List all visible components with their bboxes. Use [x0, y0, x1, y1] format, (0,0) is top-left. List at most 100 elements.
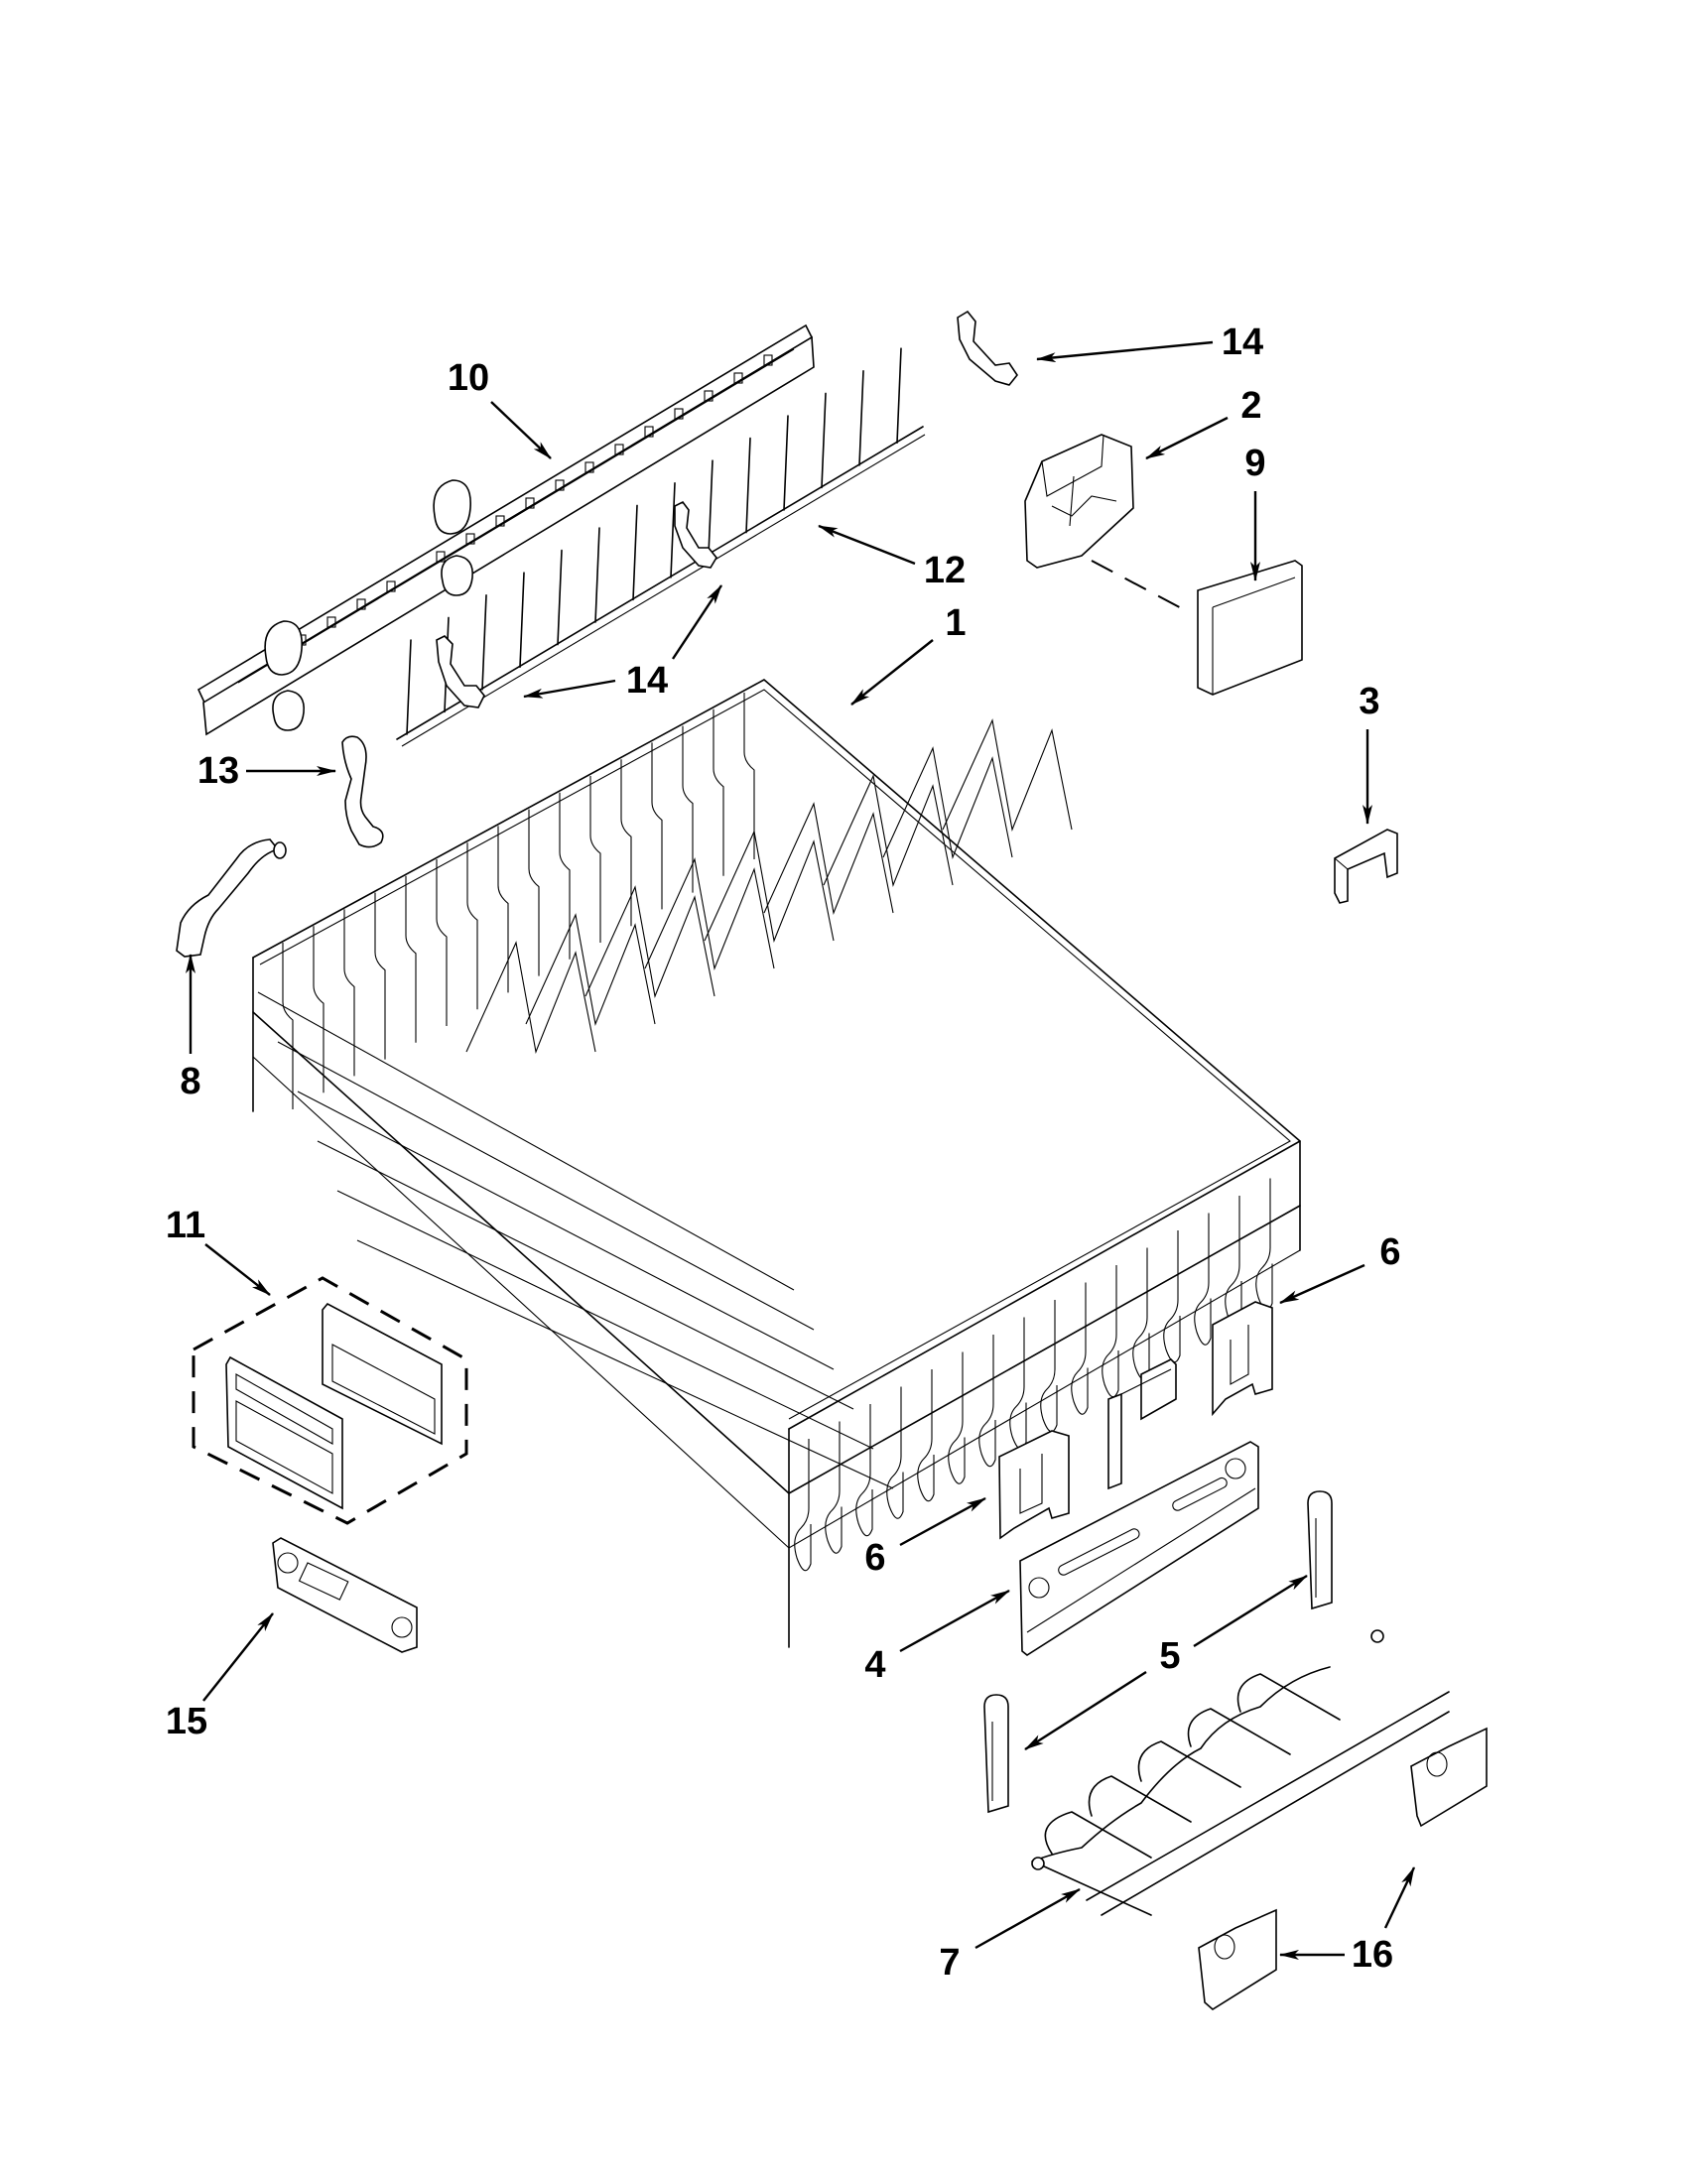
- part-14-clip-left[interactable]: [436, 635, 485, 708]
- callout-14-middle: 14: [626, 660, 668, 702]
- rack-wire: [297, 1091, 835, 1370]
- leader-7: [974, 1887, 1081, 1950]
- part-1-dishrack[interactable]: [252, 679, 1301, 1648]
- tine: [594, 527, 600, 623]
- leader-16-right: [1383, 1866, 1416, 1929]
- rack-wire: [525, 913, 656, 1026]
- rack-wire: [942, 718, 1073, 832]
- rack-wire: [465, 941, 596, 1054]
- leader-lines: [186, 340, 1416, 1960]
- rack-wire: [1040, 1300, 1058, 1433]
- rack-wire: [257, 991, 795, 1291]
- rack-wire: [794, 1439, 812, 1572]
- part-6-clip-left[interactable]: [998, 1430, 1070, 1540]
- leader-11: [204, 1243, 271, 1296]
- part-16-clip-left[interactable]: [1198, 1908, 1277, 2010]
- rack-wire: [497, 826, 509, 993]
- rack-wire: [336, 1190, 874, 1450]
- part-15-latch[interactable]: [272, 1537, 418, 1653]
- rack-wire: [1225, 1196, 1242, 1329]
- part-12-tine-row[interactable]: [396, 347, 926, 747]
- rack-wire: [374, 892, 386, 1060]
- callout-8: 8: [180, 1061, 200, 1102]
- leader-14-left: [523, 679, 616, 699]
- leader-14-top: [1036, 340, 1214, 363]
- tine: [632, 504, 638, 601]
- rack-wire: [823, 774, 954, 887]
- part-14-clip-middle[interactable]: [674, 500, 717, 569]
- rack-wire: [763, 802, 894, 915]
- leader-5-left: [1024, 1670, 1147, 1751]
- part-11-handle-kit[interactable]: [192, 1276, 468, 1525]
- leader-5-right: [1193, 1574, 1308, 1648]
- rack-wire: [855, 1404, 873, 1537]
- rack-wire: [1255, 1178, 1273, 1311]
- rack-wire: [528, 809, 540, 976]
- rack-wire: [644, 857, 775, 970]
- tine: [896, 347, 902, 445]
- part-8-lever[interactable]: [176, 838, 287, 958]
- rack-wire: [743, 693, 755, 859]
- part-5-slide-left[interactable]: [983, 1694, 1009, 1814]
- part-16-clip-right[interactable]: [1410, 1727, 1488, 1828]
- part-13-tine-clip[interactable]: [341, 735, 384, 848]
- rack-wire: [313, 926, 325, 1093]
- callout-13: 13: [197, 750, 239, 792]
- leader-2: [1145, 416, 1229, 460]
- part-2-bracket[interactable]: [1024, 434, 1134, 569]
- tine: [745, 437, 751, 534]
- callout-9: 9: [1244, 443, 1265, 484]
- rack-wire: [620, 759, 632, 927]
- callout-11: 11: [166, 1205, 205, 1246]
- part-2-9-alignment-line: [1091, 560, 1192, 614]
- tine: [858, 369, 864, 466]
- rack-wire: [682, 725, 694, 893]
- leader-10: [490, 401, 552, 459]
- tine: [708, 459, 714, 557]
- rack-wire: [405, 875, 417, 1043]
- part-10-track[interactable]: [196, 323, 815, 736]
- tine: [519, 572, 525, 669]
- leader-14-mid: [671, 584, 723, 660]
- rack-wire: [1163, 1230, 1181, 1363]
- tine: [481, 593, 487, 691]
- rack-wire: [651, 742, 663, 910]
- rack-wire: [584, 885, 715, 998]
- leader-15: [202, 1612, 274, 1702]
- rack-wire: [559, 792, 571, 960]
- rack-wire: [948, 1351, 966, 1484]
- part-3-end-cap[interactable]: [1334, 829, 1398, 904]
- callout-5: 5: [1159, 1635, 1180, 1677]
- tine: [670, 481, 676, 578]
- part-14-clip-top[interactable]: [957, 310, 1018, 386]
- tine: [821, 392, 827, 489]
- leader-4: [899, 1589, 1010, 1653]
- leader-12: [818, 524, 916, 566]
- rack-wire: [343, 909, 355, 1077]
- callout-14-top: 14: [1222, 321, 1263, 363]
- callout-16: 16: [1352, 1934, 1393, 1976]
- tine: [406, 639, 412, 735]
- rack-wire: [466, 842, 478, 1010]
- rack-wire: [825, 1421, 843, 1554]
- callout-1: 1: [945, 602, 966, 644]
- part-6-clip-right[interactable]: [1212, 1301, 1273, 1417]
- part-5-slide-right[interactable]: [1307, 1490, 1333, 1610]
- rack-wire: [277, 1041, 815, 1331]
- rack-wire: [704, 830, 835, 943]
- rack-wire: [1071, 1282, 1089, 1415]
- part-7-cup-shelf[interactable]: [1031, 1629, 1450, 1916]
- rack-wire: [1009, 1317, 1027, 1450]
- callout-4: 4: [864, 1644, 885, 1686]
- callout-15: 15: [166, 1701, 207, 1742]
- rack-wire: [356, 1239, 894, 1489]
- rack-wire: [589, 776, 601, 943]
- callout-3: 3: [1359, 681, 1379, 722]
- callout-7: 7: [939, 1942, 960, 1984]
- callout-12: 12: [924, 550, 966, 591]
- part-9-cover[interactable]: [1197, 560, 1303, 696]
- callout-2: 2: [1240, 385, 1261, 427]
- rack-wire: [917, 1369, 935, 1502]
- part-4-adjuster[interactable]: [1019, 1358, 1259, 1656]
